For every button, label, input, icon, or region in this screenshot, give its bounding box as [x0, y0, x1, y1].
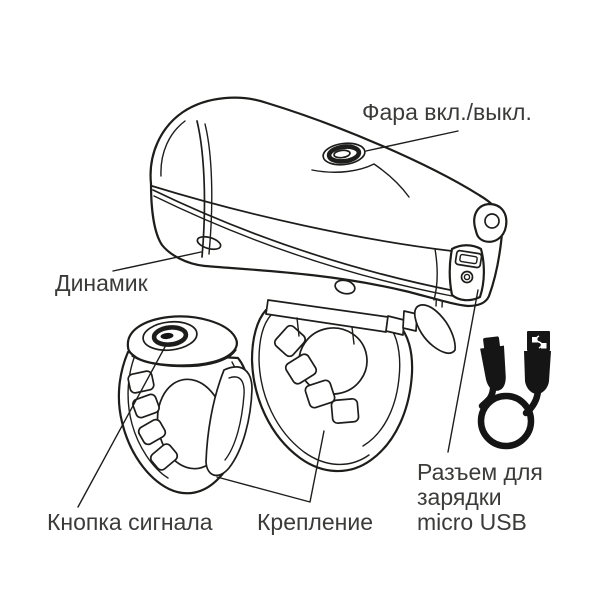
label-mount: Крепление	[257, 509, 373, 535]
mount-strap-hole	[304, 379, 336, 409]
lens-stripe-line	[153, 195, 453, 297]
remote-dome-rim	[131, 349, 237, 368]
front-face-divider	[196, 120, 206, 258]
mount-wall-line	[296, 317, 300, 337]
remote-strap-hole	[127, 370, 155, 394]
label-usb-port: Разъем для зарядки micro USB	[417, 459, 543, 535]
mount-bar	[265, 299, 389, 333]
usb-a-plug	[524, 331, 551, 394]
mount-clamp-step	[385, 315, 405, 336]
mount-band-rim-left	[258, 314, 370, 466]
mount-strap-hole	[330, 397, 360, 425]
remote-strap-hole	[149, 443, 179, 471]
mount-drawing	[250, 279, 456, 473]
tail-contour-line	[433, 248, 438, 301]
mount-band-rim-right	[362, 329, 401, 447]
cable-loop	[477, 392, 535, 450]
front-face-divider-inner	[204, 123, 213, 255]
label-signal-button: Кнопка сигнала	[47, 509, 213, 535]
remote-strap-loop	[205, 366, 253, 477]
reset-hole-inner	[463, 273, 471, 281]
usb-cable-drawing	[477, 331, 551, 450]
usb-port	[454, 249, 483, 269]
speaker-cutout	[196, 235, 222, 251]
leader-power	[365, 130, 459, 152]
headlight-body	[149, 96, 505, 308]
reset-hole	[460, 270, 474, 284]
leader-usb	[447, 289, 479, 453]
label-headlight-switch: Фара вкл./выкл.	[362, 99, 532, 125]
label-speaker: Динамик	[55, 270, 148, 296]
leader-lines	[77, 130, 479, 508]
leader-signal	[77, 344, 167, 508]
top-surface-contour	[311, 163, 410, 198]
mount-strap-hole	[284, 353, 318, 385]
lens-stripe-line	[152, 189, 456, 292]
signal-button	[142, 320, 198, 352]
remote-strap-hole	[137, 418, 167, 446]
remote-drawing	[117, 315, 253, 495]
micro-usb-plug	[480, 336, 506, 391]
tail-tab-hole	[484, 213, 500, 229]
remote-strap-hole	[132, 393, 160, 419]
leader-speaker	[112, 251, 202, 272]
top-crease-line	[151, 185, 453, 252]
leader-mount	[216, 430, 325, 503]
headlight-drawing	[149, 96, 508, 308]
cable-segment	[522, 387, 542, 417]
body-top-rim-line	[160, 120, 186, 177]
remote-strap-loop-inner	[224, 376, 245, 461]
tail-rubber-tab	[473, 202, 508, 243]
mount-clamp-step	[402, 310, 418, 332]
power-button	[322, 142, 366, 166]
mount-wall-line	[351, 326, 355, 345]
mount-clamp-lever	[413, 304, 456, 355]
usb-port-panel	[448, 244, 485, 302]
